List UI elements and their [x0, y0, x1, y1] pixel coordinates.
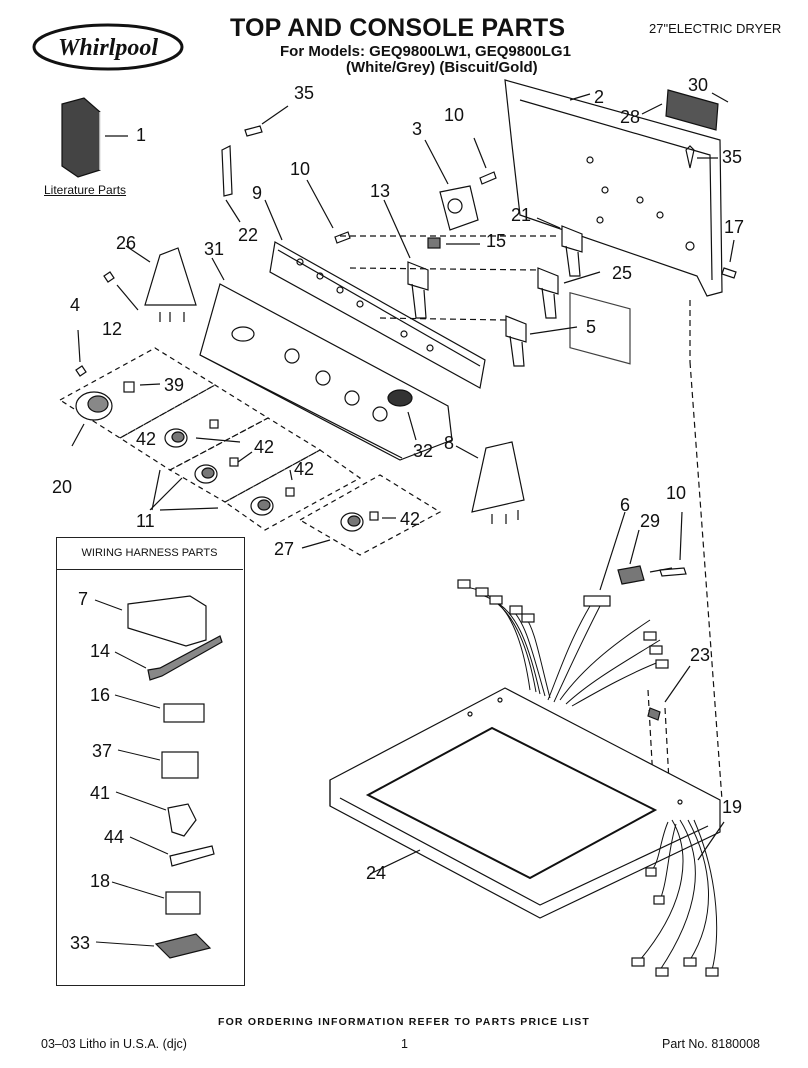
whirlpool-logo: Whirlpool	[28, 16, 188, 74]
part-number: Part No. 8180008	[662, 1037, 760, 1051]
callout-15: 15	[486, 231, 507, 251]
callout-5: 5	[586, 317, 597, 337]
callout-31: 31	[204, 239, 225, 259]
rear-panel	[504, 79, 723, 297]
literature-booklet	[61, 97, 101, 178]
callout-6: 6	[620, 495, 631, 515]
callout-26: 26	[116, 233, 137, 253]
callout-30: 30	[688, 75, 709, 95]
colors-line: (White/Grey) (Biscuit/Gold)	[346, 59, 538, 76]
product-type: 27"ELECTRIC DRYER	[649, 21, 782, 36]
callout-35-right: 35	[722, 147, 743, 167]
callout-21: 21	[511, 205, 532, 225]
logo-text: Whirlpool	[58, 35, 158, 61]
callout-10-top: 10	[444, 105, 465, 125]
callout-41: 41	[90, 783, 111, 803]
wiring-harness-box	[56, 537, 245, 986]
callout-1: 1	[136, 125, 147, 145]
callout-17: 17	[724, 217, 745, 237]
callout-29: 29	[640, 511, 661, 531]
callout-10-left: 10	[290, 159, 311, 179]
ordering-note: FOR ORDERING INFORMATION REFER TO PARTS …	[217, 1016, 591, 1028]
callout-19: 19	[722, 797, 743, 817]
callout-27: 27	[274, 539, 295, 559]
callout-10-right: 10	[666, 483, 687, 503]
callout-8: 8	[444, 433, 455, 453]
end-cap-left	[144, 247, 197, 306]
callout-35-left: 35	[294, 83, 315, 103]
control-bracket	[269, 241, 486, 389]
literature-parts-label: Literature Parts	[44, 183, 127, 197]
callout-20: 20	[52, 477, 73, 497]
callout-3: 3	[412, 119, 423, 139]
callout-37: 37	[92, 741, 113, 761]
end-cap-right	[471, 441, 525, 513]
callout-2: 2	[594, 87, 605, 107]
callout-16: 16	[90, 685, 111, 705]
wiring-harness-title: WIRING HARNESS PARTS	[56, 537, 243, 570]
callout-39: 39	[164, 375, 185, 395]
callout-32: 32	[413, 441, 434, 461]
callout-33: 33	[70, 933, 91, 953]
callout-18: 18	[90, 871, 111, 891]
callout-4: 4	[70, 295, 81, 315]
callout-14: 14	[90, 641, 111, 661]
callout-11: 11	[136, 511, 155, 531]
callout-44: 44	[104, 827, 125, 847]
callout-28: 28	[620, 107, 641, 127]
callout-42-c: 42	[294, 459, 315, 479]
callout-42-d: 42	[400, 509, 421, 529]
callout-9: 9	[252, 183, 263, 203]
callout-24: 24	[366, 863, 387, 883]
callout-12: 12	[102, 319, 123, 339]
callout-23: 23	[690, 645, 711, 665]
page-title: TOP AND CONSOLE PARTS	[230, 14, 566, 42]
callout-25: 25	[612, 263, 633, 283]
callout-22: 22	[238, 225, 259, 245]
callout-42-b: 42	[254, 437, 275, 457]
callout-13: 13	[370, 181, 391, 201]
callout-7: 7	[78, 589, 89, 609]
callout-42-a: 42	[136, 429, 157, 449]
litho-line: 03–03 Litho in U.S.A. (djc)	[41, 1037, 187, 1051]
page-number: 1	[401, 1037, 408, 1051]
models-line: For Models: GEQ9800LW1, GEQ9800LG1	[280, 43, 571, 60]
